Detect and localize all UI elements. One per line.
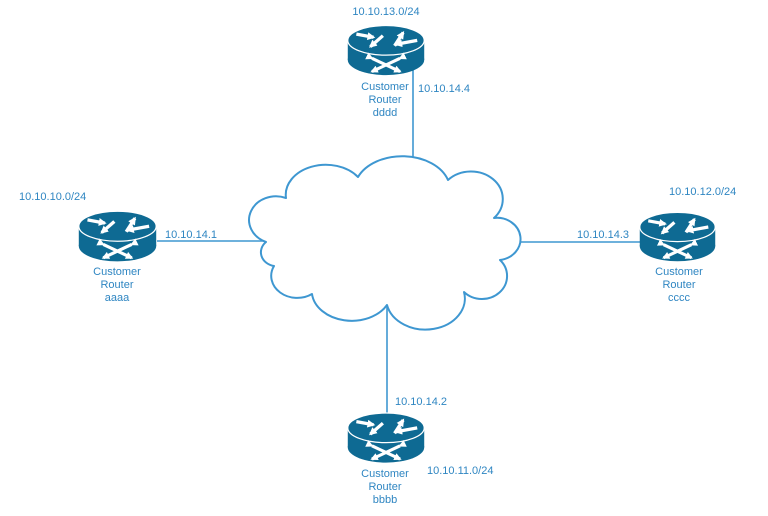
router-name-line: cccc — [668, 292, 690, 304]
router-name-line: Router — [368, 481, 402, 493]
interface-ip-label-cccc: 10.10.14.3 — [577, 229, 629, 241]
router-icon-cccc[interactable] — [640, 212, 715, 261]
cloud-shape[interactable] — [248, 155, 522, 331]
network-label-bbbb: 10.10.11.0/24 — [427, 465, 494, 477]
router-name-label-bbbb: Customer Router bbbb — [345, 468, 425, 507]
router-name-line: Customer — [655, 266, 703, 278]
router-name-line: bbbb — [372, 494, 398, 506]
router-name-line: Router — [368, 94, 402, 106]
router-name-line: aaaa — [104, 292, 130, 304]
router-name-line: dddd — [372, 107, 398, 119]
router-icon-aaaa[interactable] — [79, 211, 156, 261]
network-label-cccc: 10.10.12.0/24 — [669, 186, 737, 198]
network-label-dddd: 10.10.13.0/24 — [352, 6, 420, 18]
router-name-label-aaaa: Customer Router aaaa — [77, 266, 157, 305]
router-name-label-dddd: Customer Router dddd — [345, 81, 425, 120]
interface-ip-label-aaaa: 10.10.14.1 — [165, 229, 217, 241]
router-name-line: Customer — [361, 81, 409, 93]
router-name-line: Customer — [93, 266, 141, 278]
router-name-line: Router — [100, 279, 134, 291]
interface-ip-label-dddd: 10.10.14.4 — [418, 83, 470, 95]
network-label-aaaa: 10.10.10.0/24 — [19, 191, 87, 203]
router-name-line: Router — [662, 279, 696, 291]
router-icon-dddd[interactable] — [348, 26, 424, 76]
interface-ip-label-bbbb: 10.10.14.2 — [395, 396, 447, 408]
router-icon-bbbb[interactable] — [348, 413, 424, 463]
router-name-label-cccc: Customer Router cccc — [639, 266, 719, 305]
router-name-line: Customer — [361, 468, 409, 480]
